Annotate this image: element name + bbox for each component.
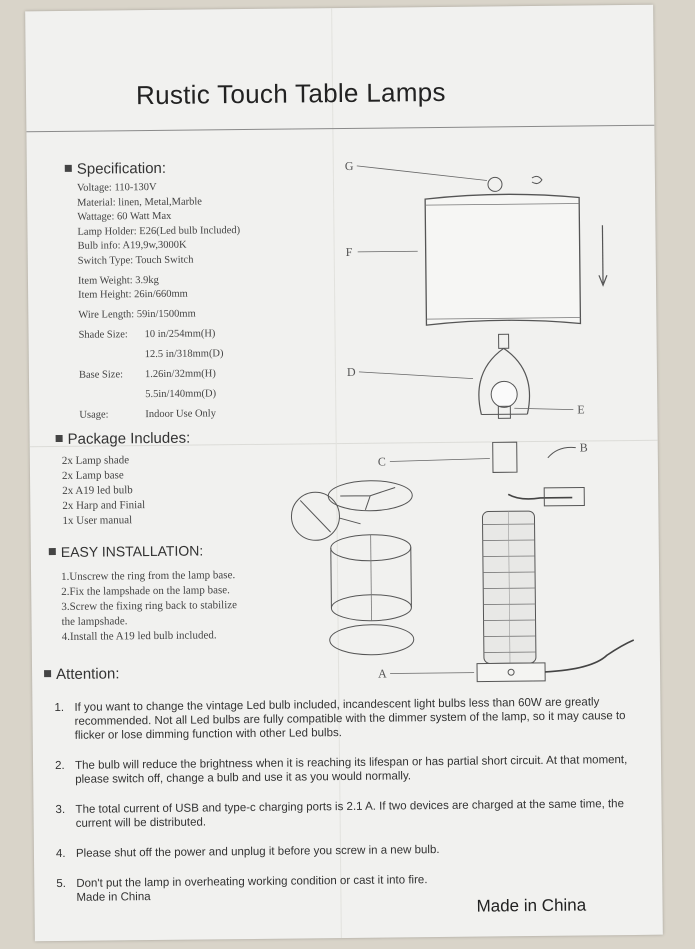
- attention-heading: Attention:: [44, 665, 120, 683]
- list-item: 4.Install the A19 led bulb included.: [61, 629, 217, 643]
- title-divider: [26, 124, 655, 133]
- specification-list: Voltage: 110-130V Material: linen, Metal…: [77, 181, 242, 430]
- leader-line: [514, 407, 574, 410]
- lamp-shade: [424, 193, 582, 326]
- detail-magnifier: [290, 491, 340, 541]
- lamp-assembly-diagram: G F D E C B: [290, 159, 635, 683]
- label-b: B: [580, 440, 588, 454]
- installation-steps: 1.Unscrew the ring from the lamp base. 2…: [61, 569, 237, 646]
- bullet-square-icon: [48, 548, 56, 556]
- switch-plug: [543, 486, 585, 507]
- lamp-socket: [492, 441, 518, 473]
- instruction-sheet: Rustic Touch Table Lamps Specification: …: [25, 4, 663, 942]
- bullet-square-icon: [55, 434, 63, 443]
- label-g: G: [345, 159, 354, 173]
- package-heading: Package Includes:: [55, 430, 191, 448]
- label-e: E: [577, 402, 584, 416]
- list-item: 1.If you want to change the vintage Led …: [54, 696, 626, 742]
- attention-list: 1.If you want to change the vintage Led …: [54, 695, 646, 905]
- harp: [478, 333, 531, 416]
- specification-heading: Specification:: [64, 160, 166, 178]
- spec-row: Wire Length: 59in/1500mm: [78, 308, 196, 321]
- spec-row: 12.5 in/318mm(D): [144, 348, 224, 361]
- finial: [487, 176, 503, 192]
- spec-row: Usage:Indoor Use Only: [79, 408, 217, 421]
- list-item: 2x A19 led bulb: [62, 484, 133, 497]
- down-arrow-icon: [601, 225, 604, 284]
- list-item: 2.The bulb will reduce the brightness wh…: [54, 754, 628, 786]
- list-item: 2x Harp and Finial: [62, 499, 146, 512]
- package-list: 2x Lamp shade 2x Lamp base 2x A19 led bu…: [62, 454, 146, 530]
- label-c: C: [378, 455, 386, 469]
- bullet-square-icon: [44, 670, 52, 678]
- led-bulb: [490, 380, 518, 419]
- spec-row: 5.5in/140mm(D): [145, 388, 217, 401]
- spec-row: Base Size:1.26in/32mm(H): [78, 368, 216, 381]
- leader-line: [356, 165, 487, 181]
- spec-row: Item Height: 26in/660mm: [78, 288, 188, 301]
- list-item: 2x Lamp base: [61, 469, 124, 482]
- made-in-label: Made in China: [476, 895, 587, 916]
- list-item: 4.Please shut off the power and unplug i…: [55, 844, 440, 861]
- leader-line: [357, 250, 418, 253]
- rotate-arrow-icon: [531, 175, 543, 185]
- spec-row: Shade Size:10 in/254mm(H): [78, 328, 216, 341]
- label-d: D: [347, 365, 356, 379]
- label-f: F: [346, 245, 353, 259]
- installation-heading: EASY INSTALLATION:: [48, 542, 204, 560]
- list-item: 3.The total current of USB and type-c ch…: [55, 798, 624, 830]
- leader-line: [358, 371, 474, 380]
- shade-exploded-view: [327, 480, 415, 656]
- leader-line: [389, 458, 490, 462]
- lamp-base: [476, 510, 546, 683]
- attention-trailing: Made in China: [76, 891, 151, 904]
- list-item: 2x Lamp shade: [61, 454, 130, 467]
- label-a: A: [378, 667, 387, 681]
- spec-row: Switch Type: Touch Switch: [77, 254, 194, 267]
- power-cord: [507, 493, 635, 673]
- bullet-square-icon: [64, 164, 72, 172]
- document-title: Rustic Touch Table Lamps: [135, 76, 446, 111]
- leader-line: [390, 672, 475, 674]
- rotate-arrow-icon: [547, 446, 576, 459]
- list-item: 1x User manual: [62, 514, 133, 527]
